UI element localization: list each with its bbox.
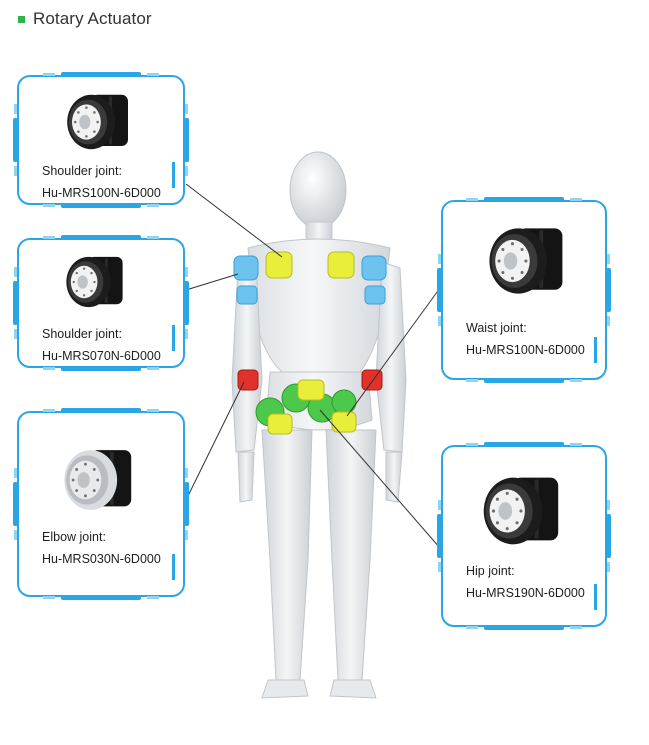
page-title: Rotary Actuator (33, 9, 152, 28)
joint-model: Hu-MRS030N-6D000 (42, 552, 161, 566)
robot-body (231, 151, 407, 699)
shoulder-joint-100-card: Shoulder joint: Hu-MRS100N-6D000 (12, 70, 190, 210)
actuator-product-icon (489, 228, 563, 294)
actuator-product-image (476, 213, 572, 314)
shoulder-actuator-yellow-icon (265, 251, 355, 279)
joint-label: Hip joint: Hu-MRS190N-6D000 (466, 560, 585, 604)
joint-title: Shoulder joint: (42, 164, 122, 178)
actuator-product-image (56, 82, 136, 167)
joint-title: Elbow joint: (42, 530, 106, 544)
hip-joint-card: Hip joint: Hu-MRS190N-6D000 (436, 440, 612, 632)
green-square-bullet-icon (18, 15, 25, 23)
actuator-product-image (56, 245, 130, 324)
joint-title: Hip joint: (466, 564, 515, 578)
shoulder-joint-070-card: Shoulder joint: Hu-MRS070N-6D000 (12, 233, 190, 373)
joint-model: Hu-MRS100N-6D000 (466, 343, 585, 357)
joint-model: Hu-MRS100N-6D000 (42, 186, 161, 200)
joint-title: Shoulder joint: (42, 327, 122, 341)
actuator-product-icon (67, 94, 128, 150)
actuator-product-icon (483, 477, 559, 545)
joint-title: Waist joint: (466, 321, 527, 335)
joint-label: Waist joint: Hu-MRS100N-6D000 (466, 317, 585, 361)
joint-label: Shoulder joint: Hu-MRS070N-6D000 (42, 323, 161, 367)
elbow-joint-card: Elbow joint: Hu-MRS030N-6D000 (12, 406, 190, 602)
waist-joint-card: Waist joint: Hu-MRS100N-6D000 (436, 195, 612, 385)
actuator-product-image (52, 436, 140, 529)
page-header: Rotary Actuator (18, 8, 152, 30)
actuator-product-icon (64, 450, 132, 510)
joint-label: Elbow joint: Hu-MRS030N-6D000 (42, 526, 161, 570)
actuator-product-icon (66, 256, 123, 308)
joint-model: Hu-MRS070N-6D000 (42, 349, 161, 363)
joint-model: Hu-MRS190N-6D000 (466, 586, 585, 600)
actuator-product-image (470, 462, 568, 565)
joint-label: Shoulder joint: Hu-MRS100N-6D000 (42, 160, 161, 204)
